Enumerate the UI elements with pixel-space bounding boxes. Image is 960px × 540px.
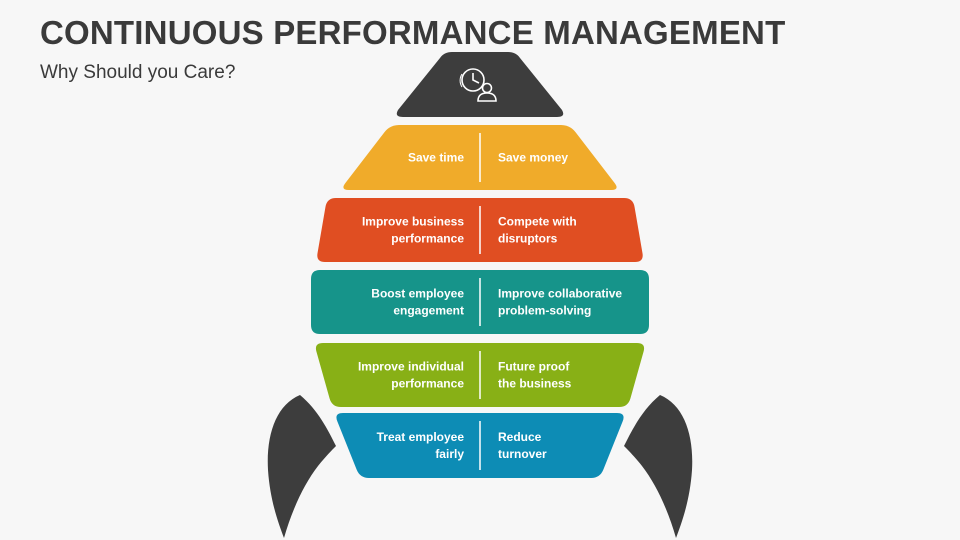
rocket-nose bbox=[396, 52, 564, 117]
band-3: Boost employee engagement Improve collabor… bbox=[311, 270, 649, 334]
band-2-left-text: Improve business bbox=[362, 215, 464, 229]
band-3-right-text: problem-solving bbox=[498, 304, 591, 318]
left-fin bbox=[267, 395, 336, 538]
band-2-left-text: performance bbox=[391, 232, 464, 246]
band-3-left-text: Boost employee bbox=[371, 287, 464, 301]
band-4-right-text: Future proof bbox=[498, 360, 570, 374]
band-5-right-text: turnover bbox=[498, 447, 547, 461]
band-2: Improve business performance Compete with d… bbox=[317, 198, 643, 262]
band-4: Improve individual performance Future proo… bbox=[315, 343, 645, 407]
slide-title: CONTINUOUS PERFORMANCE MANAGEMENT bbox=[40, 14, 786, 51]
band-4-left-text: Improve individual bbox=[358, 360, 464, 374]
slide-subtitle: Why Should you Care? bbox=[40, 62, 236, 83]
band-2-right-text: disruptors bbox=[498, 232, 558, 246]
band-5-right-text: Reduce bbox=[498, 430, 542, 444]
band-1: Save time Save money bbox=[343, 125, 617, 190]
band-3-right-text: Improve collaborative bbox=[498, 287, 622, 301]
band-1-right-text: Save money bbox=[498, 151, 568, 165]
clock-person-icon bbox=[459, 68, 497, 102]
band-5-left-text: Treat employee bbox=[377, 430, 465, 444]
band-5-left-text: fairly bbox=[435, 447, 464, 461]
band-1-left-text: Save time bbox=[408, 151, 464, 165]
band-3-left-text: engagement bbox=[393, 304, 464, 318]
band-4-right-text: the business bbox=[498, 377, 572, 391]
right-fin bbox=[624, 395, 693, 538]
band-5: Treat employee fairly Reduce turnover bbox=[336, 413, 624, 478]
band-4-left-text: performance bbox=[391, 377, 464, 391]
band-2-right-text: Compete with bbox=[498, 215, 577, 229]
